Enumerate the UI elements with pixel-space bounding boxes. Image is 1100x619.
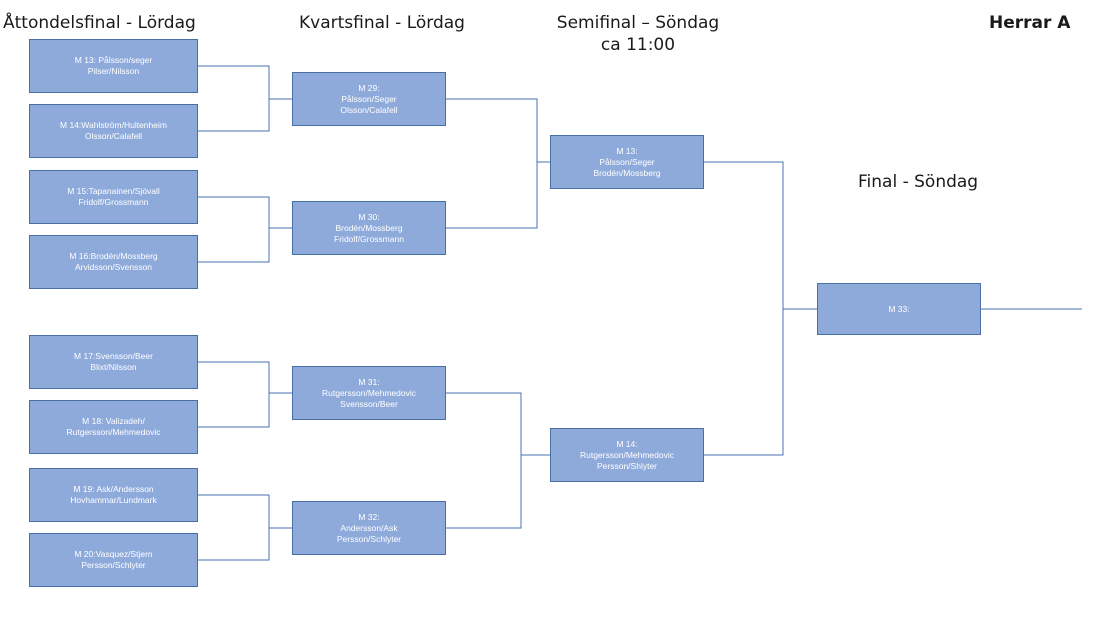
- connector-m29-m30-to-sf1: [446, 98, 550, 229]
- match-team: Svensson/Beer: [340, 398, 398, 409]
- match-title: M 33:: [888, 303, 910, 314]
- match-team: Persson/Shlyter: [597, 460, 657, 471]
- match-box-sf1[interactable]: M 13: Pålsson/Seger Brodén/Mossberg: [550, 135, 704, 189]
- heading-semifinal: Semifinal – Söndag ca 11:00: [548, 12, 728, 56]
- match-team: Rutgersson/Mehmedovic: [321, 387, 416, 398]
- match-team: Olsson/Calafell: [84, 131, 143, 141]
- match-team: Hovhammar/Lundmark: [70, 495, 157, 505]
- match-title: M 29:: [358, 82, 380, 93]
- match-box-m15[interactable]: M 15:Tapanainen/Sjövall Fridolf/Grossman…: [29, 170, 198, 224]
- match-title: M 14:: [616, 438, 638, 449]
- match-box-m17[interactable]: M 17:Svensson/Beer Blixt/Nilsson: [29, 335, 198, 389]
- match-box-sf2[interactable]: M 14: Rutgersson/Mehmedovic Persson/Shly…: [550, 428, 704, 482]
- match-team: Rutgersson/Mehmedovic: [66, 427, 161, 437]
- match-team: Blixt/Nilsson: [90, 362, 137, 372]
- match-title: M 16:Brodén/Mossberg: [69, 251, 158, 261]
- match-title: M 19: Ask/Andersson: [73, 484, 154, 494]
- match-box-m14[interactable]: M 14:Wahlström/Hultenheim Olsson/Calafel…: [29, 104, 198, 158]
- heading-round-of-16: Åttondelsfinal - Lördag: [3, 13, 196, 33]
- match-title: M 30:: [358, 211, 380, 222]
- match-team: Andersson/Ask: [340, 522, 398, 533]
- connector-m17-m18-to-m31: [198, 361, 292, 428]
- connector-m31-m32-to-sf2: [446, 392, 550, 529]
- heading-semifinal-line2: ca 11:00: [600, 35, 676, 55]
- match-team: Pålsson/Seger: [599, 156, 655, 167]
- match-team: Rutgersson/Mehmedovic: [579, 449, 674, 460]
- match-box-m18[interactable]: M 18: Valizadeh/ Rutgersson/Mehmedovic: [29, 400, 198, 454]
- match-box-m32[interactable]: M 32: Andersson/Ask Persson/Schlyter: [292, 501, 446, 555]
- match-team: Fridolf/Grossmann: [334, 233, 404, 244]
- match-title: M 17:Svensson/Beer: [74, 351, 153, 361]
- match-box-m30[interactable]: M 30: Brodén/Mossberg Fridolf/Grossmann: [292, 201, 446, 255]
- match-team: Fridolf/Grossmann: [78, 197, 149, 207]
- match-team: Brodén/Mossberg: [335, 222, 403, 233]
- match-title: M 13: Pålsson/seger: [74, 55, 153, 65]
- match-box-m31[interactable]: M 31: Rutgersson/Mehmedovic Svensson/Bee…: [292, 366, 446, 420]
- match-title: M 18: Valizadeh/: [82, 416, 145, 426]
- connector-m13-m14-to-m29: [198, 65, 292, 132]
- match-title: M 20:Vasquez/Stjern: [74, 549, 153, 559]
- match-team: Persson/Schlyter: [336, 533, 402, 544]
- match-title: M 15:Tapanainen/Sjövall: [67, 186, 160, 196]
- match-team: Pålsson/Seger: [341, 93, 397, 104]
- match-team: Brodén/Mossberg: [593, 167, 661, 178]
- match-title: M 13:: [616, 145, 638, 156]
- match-team: Pilser/Nilsson: [87, 66, 140, 76]
- heading-category: Herrar A: [989, 13, 1071, 33]
- heading-quarterfinal: Kvartsfinal - Lördag: [299, 13, 465, 33]
- match-title: M 31:: [358, 376, 380, 387]
- connector-m19-m20-to-m32: [198, 494, 292, 561]
- match-team: Olsson/Calafell: [340, 104, 398, 115]
- match-title: M 32:: [358, 511, 380, 522]
- match-title: M 14:Wahlström/Hultenheim: [60, 120, 167, 130]
- match-box-m16[interactable]: M 16:Brodén/Mossberg Arvidsson/Svensson: [29, 235, 198, 289]
- match-box-final[interactable]: M 33:: [817, 283, 981, 335]
- match-box-m29[interactable]: M 29: Pålsson/Seger Olsson/Calafell: [292, 72, 446, 126]
- match-box-m20[interactable]: M 20:Vasquez/Stjern Persson/Schlyter: [29, 533, 198, 587]
- connector-m15-m16-to-m30: [198, 196, 292, 263]
- connector-sf-to-final: [704, 161, 817, 456]
- heading-final: Final - Söndag: [858, 172, 979, 192]
- match-box-m13[interactable]: M 13: Pålsson/seger Pilser/Nilsson: [29, 39, 198, 93]
- match-team: Persson/Schlyter: [81, 560, 146, 570]
- match-box-m19[interactable]: M 19: Ask/Andersson Hovhammar/Lundmark: [29, 468, 198, 522]
- match-team: Arvidsson/Svensson: [74, 262, 152, 272]
- heading-semifinal-line1: Semifinal – Söndag: [556, 13, 720, 33]
